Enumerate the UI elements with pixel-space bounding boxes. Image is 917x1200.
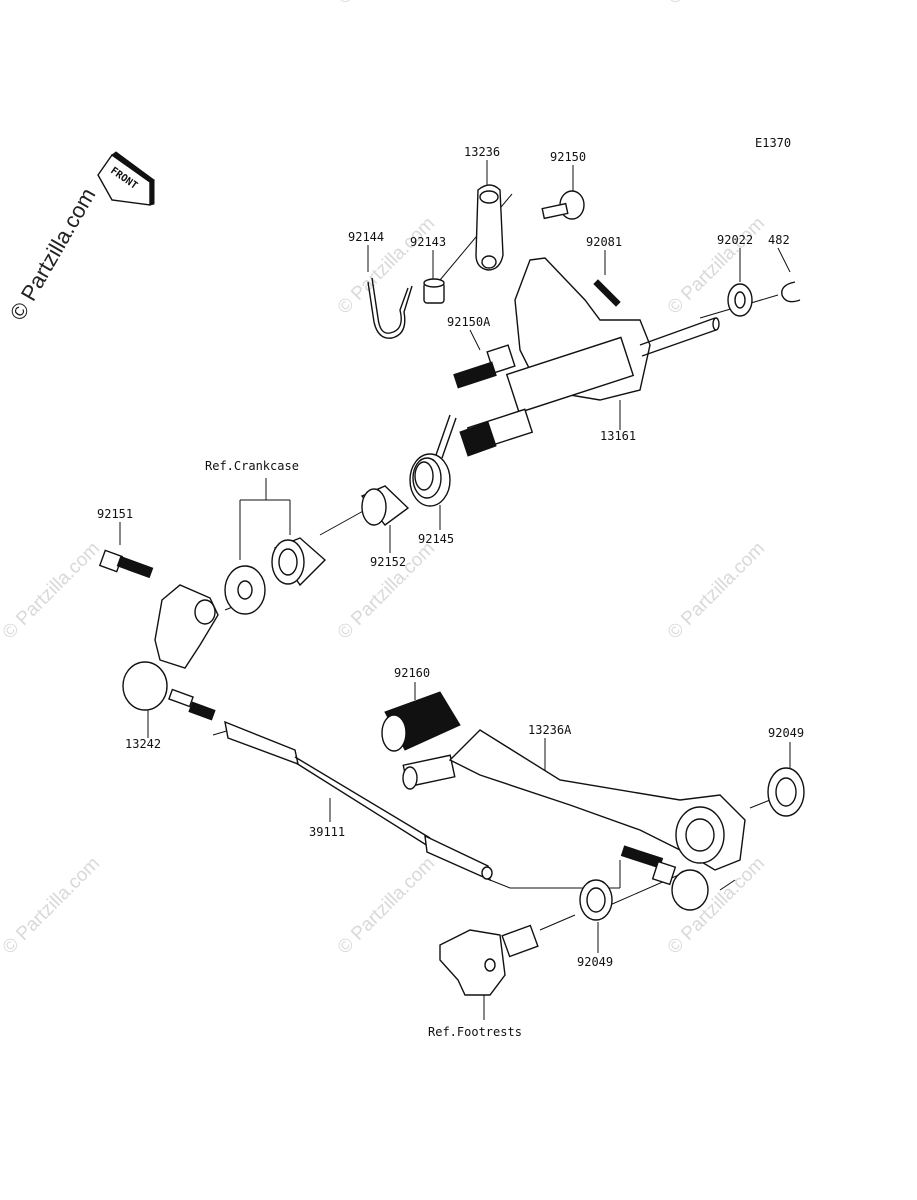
watermark-text: © Partzilla.com xyxy=(664,538,769,643)
watermark-text: © Partzilla.com xyxy=(664,0,769,9)
label-13161: 13161 xyxy=(600,429,636,443)
part-92160-rubber xyxy=(381,691,461,752)
watermark-text: © Partzilla.com xyxy=(0,538,104,643)
part-92049-washer-lower xyxy=(579,879,613,921)
part-482-circlip xyxy=(781,281,801,303)
part-92144-spring xyxy=(367,277,413,339)
part-92152-collar xyxy=(360,485,410,526)
label-13236A: 13236A xyxy=(528,723,572,737)
watermark-text: © Partzilla.com xyxy=(334,853,439,958)
ref-footrests-clevis xyxy=(439,924,539,996)
part-labels: 13236 92150 92144 92143 92081 92022 482 … xyxy=(97,145,804,1039)
part-13236-lever xyxy=(475,184,504,271)
watermark-text: © Partzilla.com xyxy=(334,538,439,643)
label-92081: 92081 xyxy=(586,235,622,249)
part-92150-bolt xyxy=(541,190,585,220)
diagram-code: E1370 xyxy=(755,136,791,150)
part-92081-spring xyxy=(593,279,621,307)
label-92022: 92022 xyxy=(717,233,753,247)
label-92145: 92145 xyxy=(418,532,454,546)
part-92049-washer-upper xyxy=(767,767,805,817)
label-92150: 92150 xyxy=(550,150,586,164)
ref-crankcase-parts xyxy=(224,537,327,615)
label-92160: 92160 xyxy=(394,666,430,680)
label-13236: 13236 xyxy=(464,145,500,159)
watermark-main: © Partzilla.com xyxy=(5,184,101,325)
part-13236A-pedal xyxy=(402,729,746,871)
part-39111-tie-rod xyxy=(224,720,493,882)
part-92022-washer xyxy=(727,283,753,317)
front-arrow-icon: FRONT xyxy=(97,151,155,206)
label-92143: 92143 xyxy=(410,235,446,249)
part-92150A-bolt xyxy=(453,344,516,389)
label-482: 482 xyxy=(768,233,790,247)
label-92049-lower: 92049 xyxy=(577,955,613,969)
label-92151: 92151 xyxy=(97,507,133,521)
label-39111: 39111 xyxy=(309,825,345,839)
label-92150A: 92150A xyxy=(447,315,491,329)
label-92144: 92144 xyxy=(348,230,384,244)
label-92049-upper: 92049 xyxy=(768,726,804,740)
part-92145-spring xyxy=(409,414,457,507)
part-pedal-bolt xyxy=(620,845,709,911)
label-ref-crankcase: Ref.Crankcase xyxy=(205,459,299,473)
watermark-text: © Partzilla.com xyxy=(334,213,439,318)
part-13161-shift-shaft xyxy=(459,257,720,457)
watermark-text: © Partzilla.com xyxy=(0,853,104,958)
label-92152: 92152 xyxy=(370,555,406,569)
part-13242-shift-lever xyxy=(122,584,219,721)
part-92143-collar xyxy=(423,278,445,304)
part-92151-bolt xyxy=(98,549,154,579)
leader-lines xyxy=(119,160,791,1020)
label-ref-footrests: Ref.Footrests xyxy=(428,1025,522,1039)
watermark-text: © Partzilla.com xyxy=(334,0,439,9)
label-13242: 13242 xyxy=(125,737,161,751)
